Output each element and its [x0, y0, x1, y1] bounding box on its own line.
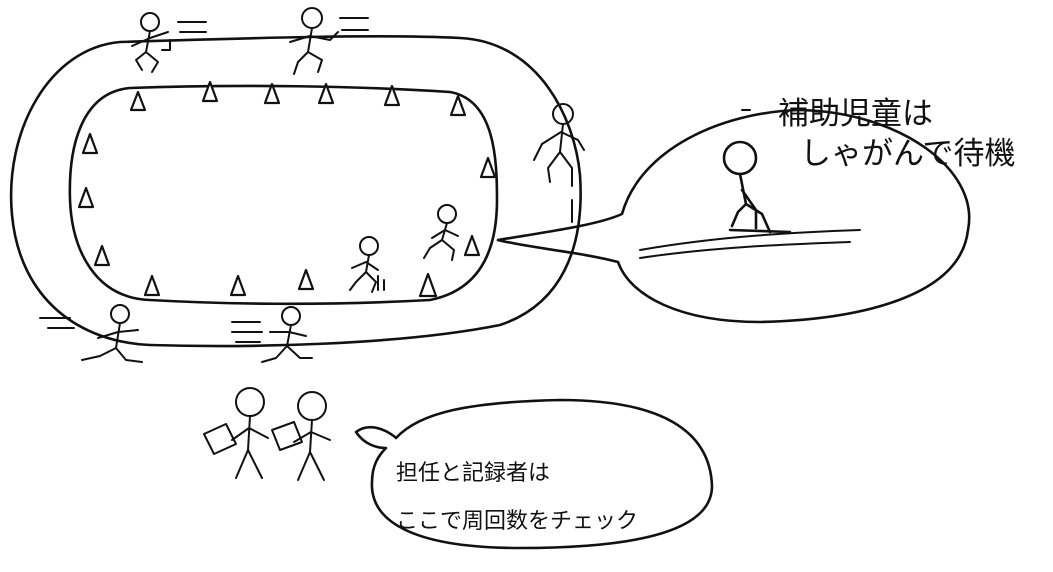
cone — [297, 268, 315, 291]
runner-figure — [423, 204, 459, 261]
cone — [93, 244, 111, 267]
runner-figure — [131, 12, 207, 73]
track-outer-line — [9, 35, 582, 348]
teacher-note-line2: ここで周回数をチェック — [396, 509, 638, 534]
teacher-figure — [271, 391, 331, 481]
runner-figure — [289, 7, 369, 75]
crouching-helper-figure — [722, 140, 792, 234]
cone — [263, 82, 281, 105]
cone — [418, 272, 438, 298]
runner-figure — [231, 306, 313, 363]
helper-note-line2: しゃがんで待機 — [800, 136, 1015, 172]
zoom-bubble — [496, 108, 971, 324]
cone — [229, 274, 247, 297]
cone — [81, 132, 99, 155]
teacher-figure — [203, 387, 269, 479]
cone — [143, 274, 161, 297]
cone — [317, 82, 335, 105]
clipboard-icon — [271, 421, 303, 451]
clipboard-icon — [203, 423, 237, 455]
helper-note-line1: 補助児童は — [778, 96, 933, 132]
cone — [77, 186, 95, 209]
speech-bubble — [354, 398, 714, 550]
crouching-helper-figure — [349, 236, 385, 293]
track-inner-line — [68, 84, 499, 306]
cone — [479, 156, 497, 179]
runner-figure — [533, 103, 585, 223]
cone-markers — [77, 80, 497, 298]
cone — [449, 94, 467, 117]
runner-figure — [39, 304, 143, 363]
cone — [129, 90, 147, 112]
teacher-note-line1: 担任と記録者は — [396, 461, 550, 486]
cone — [383, 84, 401, 107]
cone — [463, 234, 481, 257]
cone — [201, 80, 219, 103]
